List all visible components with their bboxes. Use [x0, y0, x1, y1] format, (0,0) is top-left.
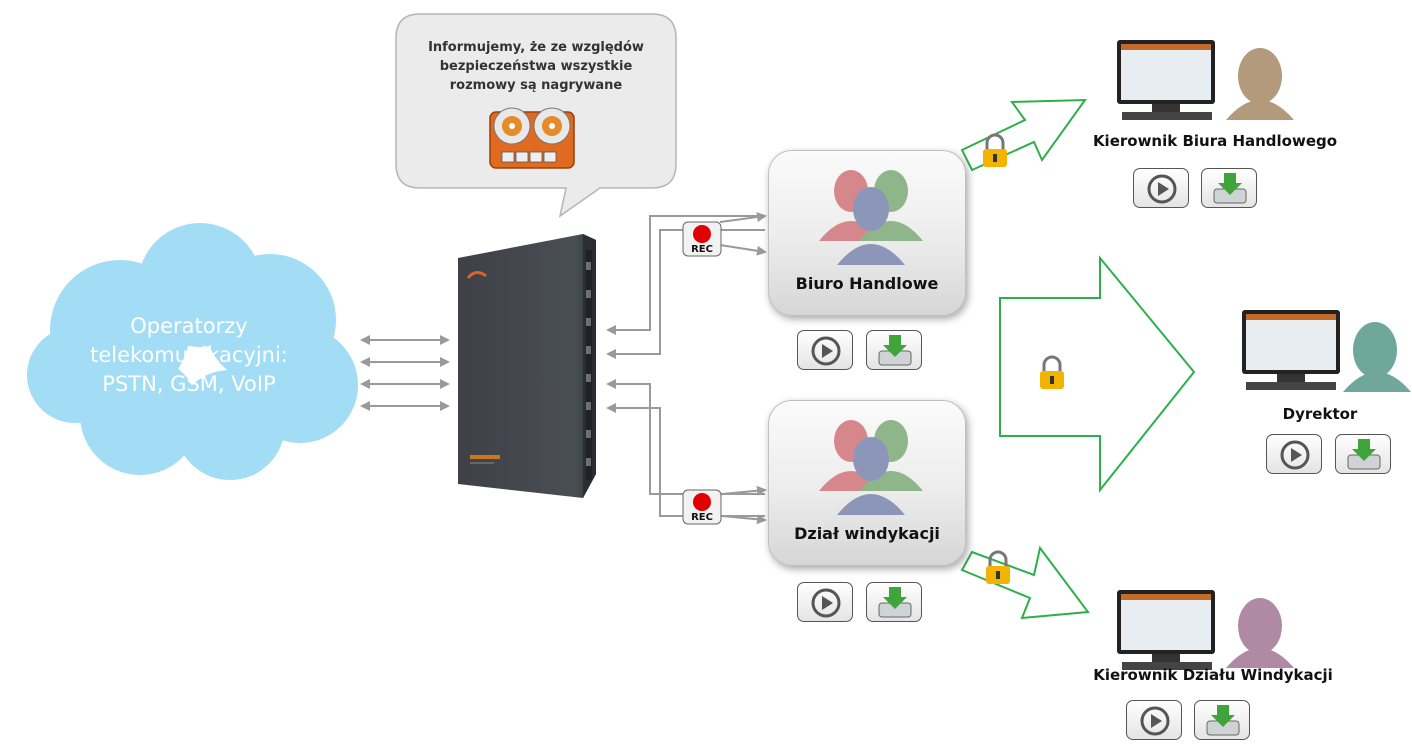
download-button[interactable] — [1194, 700, 1250, 740]
user-icon — [1343, 322, 1411, 392]
cloud-label: Operatorzy telekomunikacyjni: PSTN, GSM,… — [58, 312, 320, 399]
group-debt-collection: Dział windykacji — [768, 400, 966, 566]
secure-access-arrows — [960, 98, 1196, 620]
download-icon — [878, 335, 912, 366]
lock-icon — [983, 133, 1007, 167]
download-button[interactable] — [1201, 168, 1257, 208]
download-icon — [878, 587, 912, 618]
group-sales-office: Biuro Handlowe — [768, 150, 966, 316]
play-button[interactable] — [1266, 434, 1322, 474]
director-workstation — [1242, 310, 1411, 392]
group-label: Biuro Handlowe — [795, 274, 939, 293]
rec-label: REC — [691, 244, 713, 255]
bubble-line: bezpieczeństwa wszystkie — [439, 59, 633, 74]
play-button[interactable] — [1126, 700, 1182, 740]
download-icon — [1206, 705, 1240, 736]
play-icon — [811, 588, 841, 618]
recording-notice-bubble — [395, 13, 677, 218]
play-button[interactable] — [1133, 168, 1189, 208]
play-icon — [1147, 174, 1177, 204]
operators-cloud — [27, 223, 358, 480]
play-icon — [1140, 706, 1170, 736]
manager-sales-workstation — [1117, 40, 1294, 120]
pbx-device — [458, 234, 596, 498]
play-icon — [1280, 440, 1310, 470]
lock-icon — [986, 550, 1010, 584]
rec-label: REC — [691, 512, 713, 523]
download-icon — [1213, 173, 1247, 204]
person-label: Kierownik Biura Handlowego — [1092, 132, 1338, 150]
play-icon — [811, 336, 841, 366]
pbx-to-groups-arrows — [606, 212, 767, 525]
manager-debt-workstation — [1117, 590, 1294, 670]
rec-badge — [682, 489, 722, 525]
person-label: Dyrektor — [1282, 405, 1358, 423]
download-button[interactable] — [866, 330, 922, 370]
group-label: Dział windykacji — [794, 524, 940, 543]
rec-badge — [682, 221, 722, 257]
users-group-icon — [819, 420, 923, 515]
cloud-line: telekomunikacyjni: — [90, 343, 288, 367]
cloud-line: PSTN, GSM, VoIP — [102, 372, 276, 396]
tape-recorder-icon — [489, 107, 575, 169]
download-button[interactable] — [1335, 434, 1391, 474]
user-icon — [1226, 598, 1294, 668]
user-icon — [1226, 48, 1294, 120]
line-arrows — [360, 335, 450, 411]
lock-icon — [1040, 355, 1064, 389]
play-button[interactable] — [797, 582, 853, 622]
person-label: Kierownik Działu Windykacji — [1093, 666, 1333, 684]
users-group-icon — [819, 170, 923, 265]
cloud-line: Operatorzy — [130, 314, 248, 338]
download-icon — [1347, 439, 1381, 470]
bubble-line: rozmowy są nagrywane — [449, 78, 623, 93]
bubble-line: Informujemy, że ze względów — [428, 40, 644, 55]
bubble-text: Informujemy, że ze względów bezpieczeńst… — [405, 38, 667, 95]
play-button[interactable] — [797, 330, 853, 370]
download-button[interactable] — [866, 582, 922, 622]
